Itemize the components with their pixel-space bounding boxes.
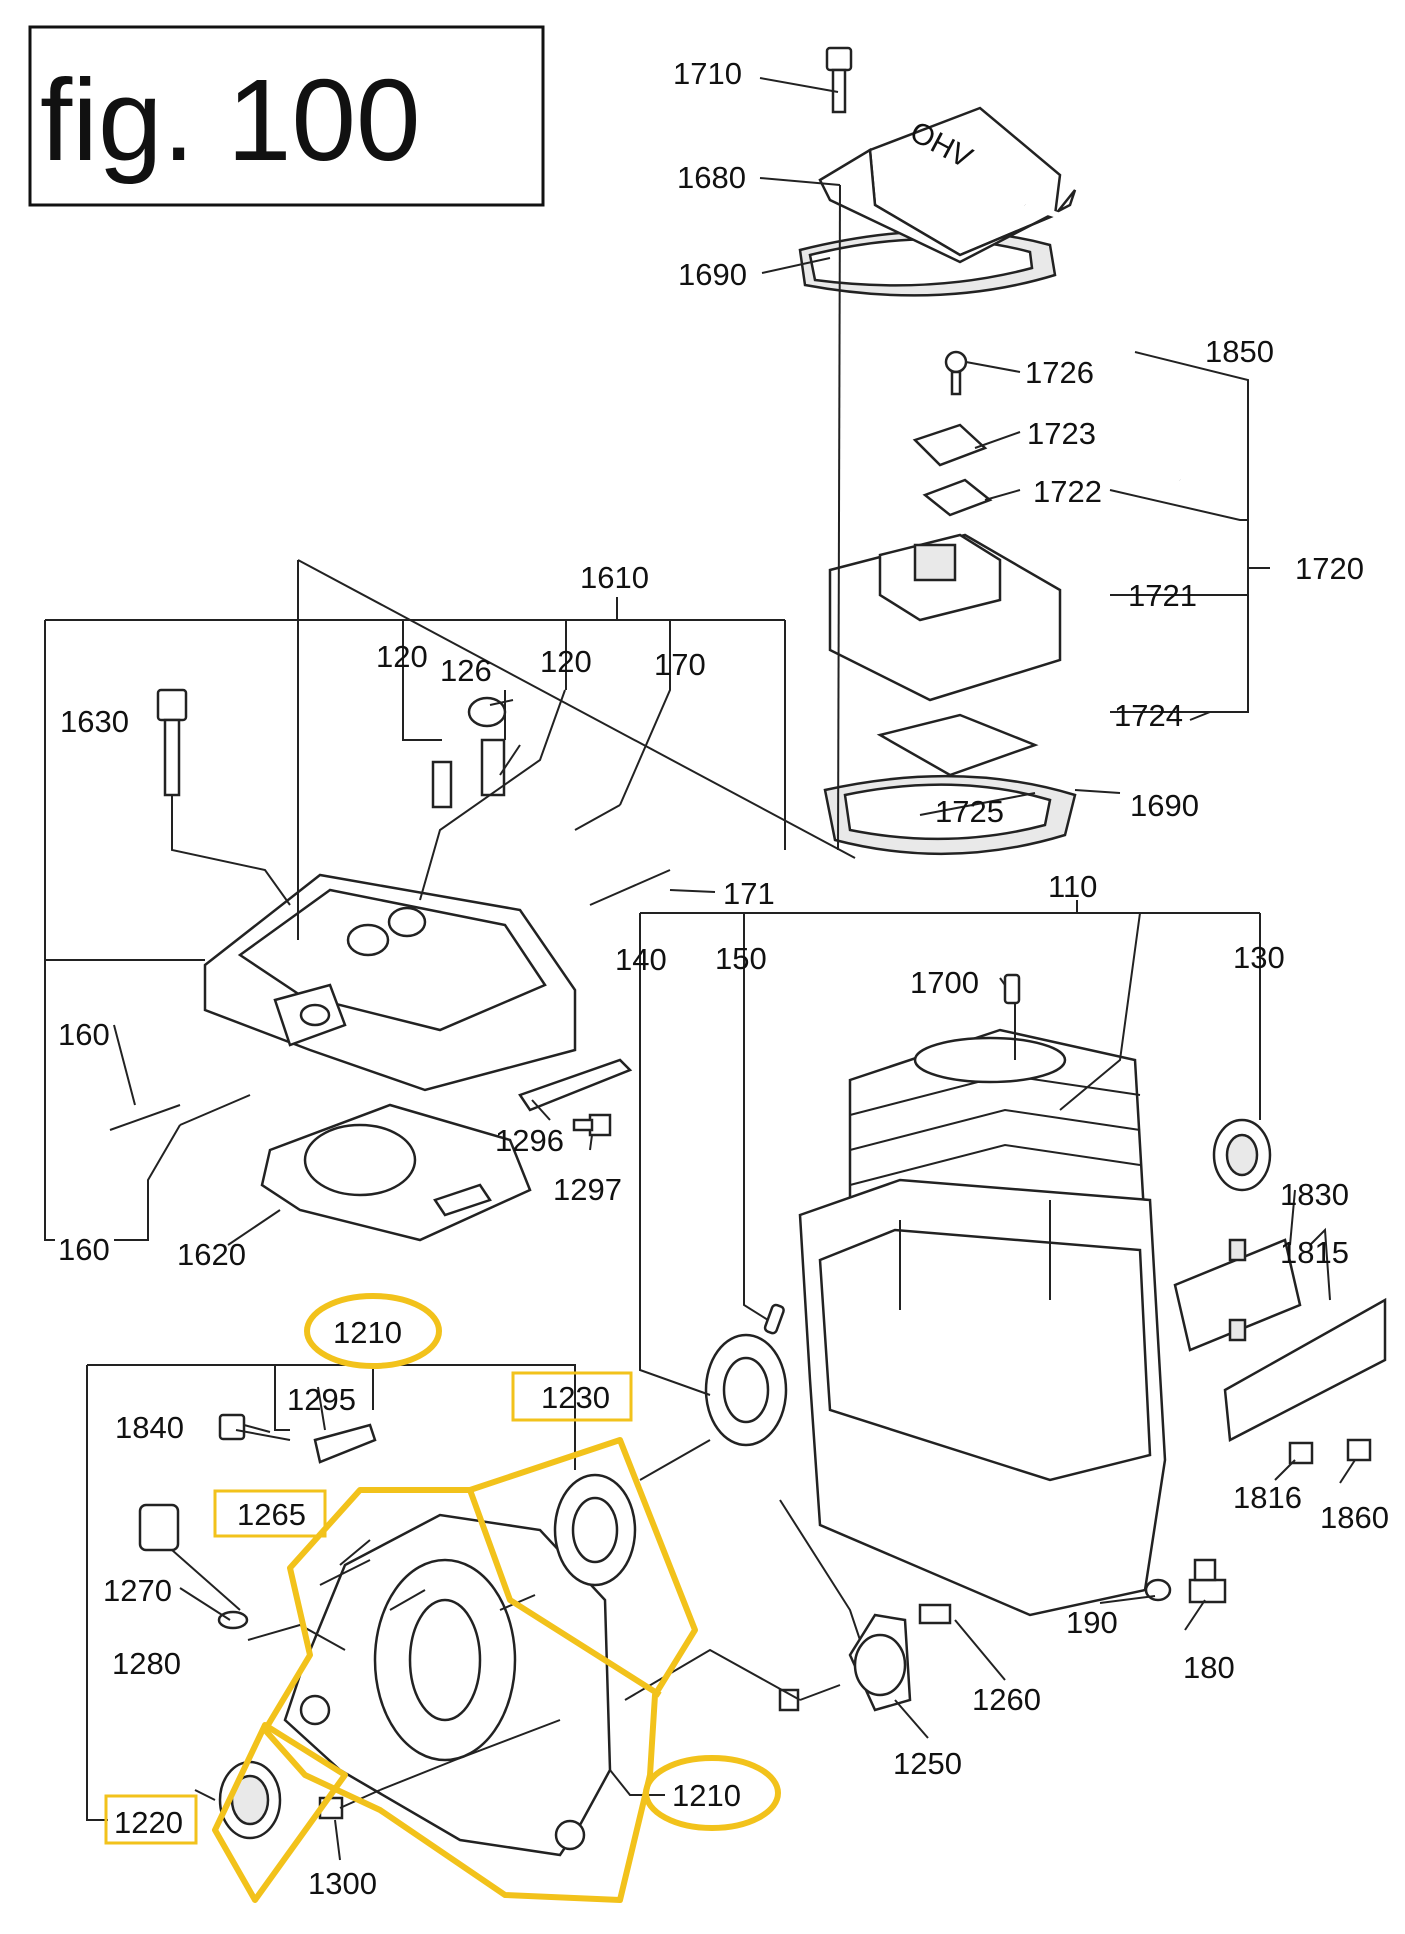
label-1680: 1680 bbox=[677, 160, 746, 195]
figure-title: fig. 100 bbox=[40, 55, 421, 185]
label-1710: 1710 bbox=[673, 56, 742, 91]
cylinder-head-assembly bbox=[109, 688, 671, 1242]
label-150: 150 bbox=[715, 941, 767, 976]
label-1690-bottom: 1690 bbox=[1130, 788, 1199, 823]
label-1726: 1726 bbox=[1025, 355, 1094, 390]
label-1270: 1270 bbox=[103, 1573, 172, 1608]
highlight-seal-outline bbox=[212, 1722, 348, 1903]
label-1280: 1280 bbox=[112, 1646, 181, 1681]
label-1816: 1816 bbox=[1233, 1480, 1302, 1515]
label-1830: 1830 bbox=[1280, 1177, 1349, 1212]
label-1620: 1620 bbox=[177, 1237, 246, 1272]
crankcase-cover-assembly bbox=[138, 1413, 637, 1857]
label-180: 180 bbox=[1183, 1650, 1235, 1685]
label-1297: 1297 bbox=[553, 1172, 622, 1207]
label-171: 171 bbox=[723, 876, 775, 911]
label-1700: 1700 bbox=[910, 965, 979, 1000]
label-160-top: 160 bbox=[58, 1017, 110, 1052]
highlight-1210-top bbox=[304, 1293, 442, 1369]
label-120-right: 120 bbox=[540, 644, 592, 679]
label-110: 110 bbox=[1048, 869, 1097, 904]
label-170: 170 bbox=[654, 647, 706, 682]
label-1210-top: 1210 bbox=[333, 1315, 402, 1350]
label-1850: 1850 bbox=[1205, 334, 1274, 369]
label-1300: 1300 bbox=[308, 1866, 377, 1901]
label-1720: 1720 bbox=[1295, 551, 1364, 586]
label-1610: 1610 bbox=[580, 560, 649, 595]
highlight-bearing-outline bbox=[467, 1488, 662, 1698]
label-1722: 1722 bbox=[1033, 474, 1102, 509]
label-1295: 1295 bbox=[287, 1382, 356, 1417]
highlight-1230-box bbox=[511, 1371, 633, 1422]
leader-lines bbox=[44, 77, 1356, 1861]
label-1725: 1725 bbox=[935, 794, 1004, 829]
label-1250: 1250 bbox=[893, 1746, 962, 1781]
part-labels: 1710 1680 1690 1850 1726 1723 1722 1720 … bbox=[58, 56, 1389, 1901]
crankcase-assembly bbox=[704, 973, 1387, 1712]
label-1630: 1630 bbox=[60, 704, 129, 739]
label-126: 126 bbox=[440, 653, 492, 688]
label-1721: 1721 bbox=[1128, 578, 1197, 613]
label-120-left: 120 bbox=[376, 639, 428, 674]
highlight-1220-box bbox=[104, 1794, 198, 1845]
label-1860: 1860 bbox=[1320, 1500, 1389, 1535]
highlight-overlays bbox=[104, 1293, 781, 1903]
label-1265: 1265 bbox=[237, 1497, 306, 1532]
label-190: 190 bbox=[1066, 1605, 1118, 1640]
label-1690-top: 1690 bbox=[678, 257, 747, 292]
label-1296: 1296 bbox=[495, 1123, 564, 1158]
label-1210-bottom: 1210 bbox=[672, 1778, 741, 1813]
label-1724: 1724 bbox=[1114, 698, 1183, 733]
highlight-1265-box bbox=[213, 1489, 327, 1538]
label-130: 130 bbox=[1233, 940, 1285, 975]
figure-title-box: fig. 100 bbox=[28, 25, 545, 207]
label-1220: 1220 bbox=[114, 1805, 183, 1840]
label-160-bottom: 160 bbox=[58, 1232, 110, 1267]
label-1723: 1723 bbox=[1027, 416, 1096, 451]
highlight-cover-outline bbox=[262, 1437, 698, 1903]
label-1840: 1840 bbox=[115, 1410, 184, 1445]
rocker-cover-assembly: OHV bbox=[798, 46, 1182, 856]
label-1230: 1230 bbox=[541, 1380, 610, 1415]
label-1260: 1260 bbox=[972, 1682, 1041, 1717]
label-140: 140 bbox=[615, 942, 667, 977]
label-1815: 1815 bbox=[1280, 1235, 1349, 1270]
